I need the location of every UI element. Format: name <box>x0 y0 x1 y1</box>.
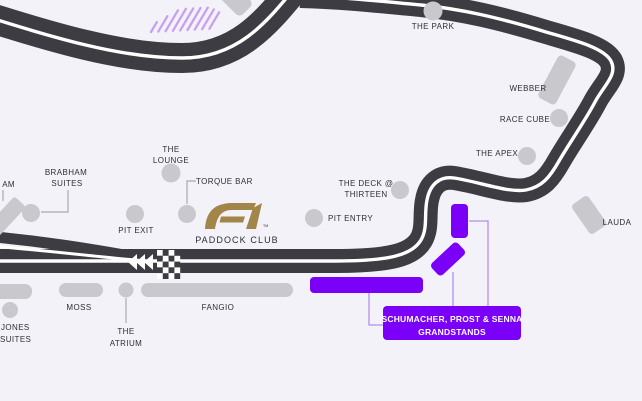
label-deck-line2: THIRTEEN <box>344 190 387 199</box>
label-fangio: FANGIO <box>202 303 235 312</box>
track-topleft-centerline <box>0 0 287 60</box>
label-torque-bar: TORQUE BAR <box>196 177 253 186</box>
venue-webber-building[interactable] <box>537 54 577 106</box>
grandstands: SCHUMACHER, PROST & SENNA GRANDSTANDS <box>310 204 522 340</box>
venue-the-park-marker[interactable] <box>423 1 443 21</box>
f1-logo-icon <box>205 203 256 229</box>
track-left-merge-line <box>0 245 141 262</box>
venues <box>0 0 607 318</box>
venue-fangio-building[interactable] <box>141 283 293 297</box>
label-pit-exit: PIT EXIT <box>118 226 154 235</box>
venue-top-building[interactable] <box>218 0 253 18</box>
label-the-park: THE PARK <box>412 22 455 31</box>
connector-grandstand-vertical <box>469 220 489 307</box>
label-brabham-line1: BRABHAM <box>45 168 87 177</box>
label-atrium-line2: ATRIUM <box>110 339 142 348</box>
label-lounge-line1: THE <box>162 145 179 154</box>
f1-paddock-club-logo: TM PADDOCK CLUB <box>195 203 279 245</box>
grandstand-diagonal[interactable] <box>429 241 466 277</box>
f1-tm: TM <box>263 224 268 228</box>
label-deck-line1: THE DECK @ <box>339 179 394 188</box>
venue-atrium-marker[interactable] <box>118 282 134 298</box>
venue-apex-marker[interactable] <box>518 147 536 165</box>
label-jones-line1: JONES <box>1 323 30 332</box>
label-lounge-line2: LOUNGE <box>153 156 189 165</box>
grandstands-label-box[interactable] <box>383 306 521 340</box>
label-race-cube: RACE CUBE <box>500 115 550 124</box>
connector-brabham <box>41 190 69 213</box>
label-webber: WEBBER <box>509 84 546 93</box>
venue-moss-building[interactable] <box>59 283 103 297</box>
f1-logo-midbar-icon <box>219 216 245 223</box>
connector-grandstand-straight <box>368 293 383 326</box>
label-the-apex: THE APEX <box>476 149 519 158</box>
label-moss: MOSS <box>66 303 91 312</box>
label-atrium-line1: THE <box>117 327 134 336</box>
f1-logo-one-icon <box>246 203 262 229</box>
venue-pit-exit-marker[interactable] <box>126 205 144 223</box>
label-jones-line2: SUITES <box>0 335 31 344</box>
gray-connectors <box>2 180 196 323</box>
label-lauda: LAUDA <box>603 218 632 227</box>
direction-chevrons-icon <box>128 254 153 270</box>
grandstand-vertical[interactable] <box>451 204 468 238</box>
grandstands-label-line2: GRANDSTANDS <box>418 327 486 337</box>
track <box>0 0 625 273</box>
label-am-partial: AM <box>2 180 15 189</box>
venue-pit-entry-marker[interactable] <box>305 209 323 227</box>
venue-race-cube-marker[interactable] <box>550 109 568 127</box>
hatched-area <box>149 6 221 34</box>
venue-jones-marker[interactable] <box>2 302 18 318</box>
venue-labels: THE PARK WEBBER RACE CUBE THE APEX LAUDA… <box>0 22 632 348</box>
venue-brabham-marker[interactable] <box>22 204 40 222</box>
venue-lauda-building[interactable] <box>570 195 607 236</box>
connector-torque-bar <box>186 180 196 204</box>
venue-am-building[interactable] <box>0 196 26 238</box>
track-topleft-band <box>0 0 305 73</box>
track-main-centerline <box>0 0 615 263</box>
grandstand-straight[interactable] <box>310 277 423 293</box>
venue-deck-thirteen-marker[interactable] <box>391 181 409 199</box>
label-pit-entry: PIT ENTRY <box>328 214 373 223</box>
venue-torque-bar-marker[interactable] <box>178 205 196 223</box>
grandstands-label-line1: SCHUMACHER, PROST & SENNA <box>381 314 522 324</box>
start-finish-checker-icon <box>157 250 181 279</box>
paddock-club-label: PADDOCK CLUB <box>195 235 279 245</box>
venue-jones-building[interactable] <box>0 284 32 299</box>
venue-lounge-marker[interactable] <box>161 163 181 183</box>
label-brabham-line2: SUITES <box>51 179 82 188</box>
